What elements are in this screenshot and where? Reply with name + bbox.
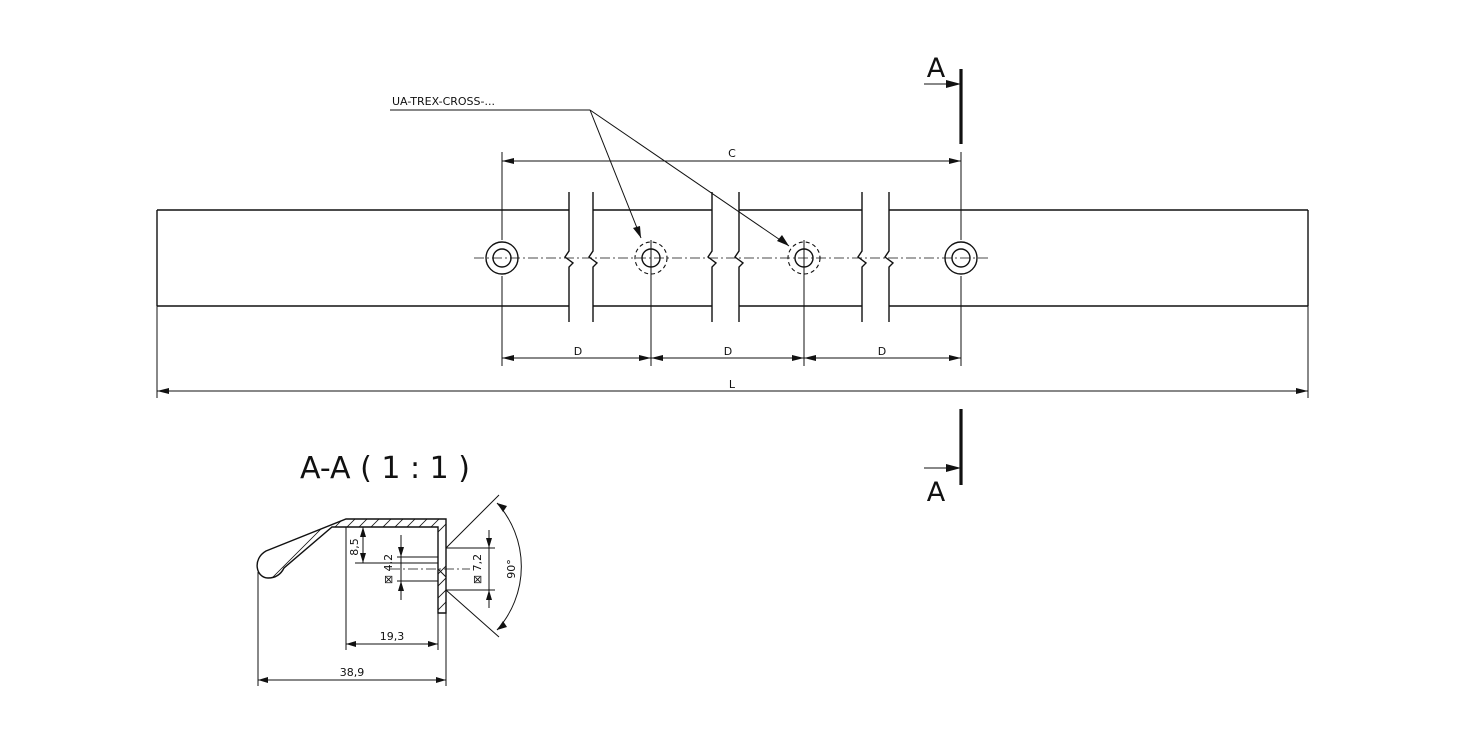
dim-height-label: 8,5 bbox=[348, 538, 361, 556]
dim-angle-label: 90° bbox=[505, 559, 518, 579]
dimension-d2-label: D bbox=[724, 345, 732, 358]
hole-1 bbox=[485, 241, 519, 275]
dim-hole-label: ⊠ 4,2 bbox=[382, 554, 395, 584]
hole-4 bbox=[944, 241, 978, 275]
section-view-title: A-A ( 1 : 1 ) bbox=[300, 451, 470, 486]
part-leader: UA-TREX-CROSS-... bbox=[390, 95, 790, 247]
profile-front-view bbox=[156, 192, 1309, 322]
dimension-c-label: C bbox=[728, 147, 736, 160]
dimension-d1-label: D bbox=[574, 345, 582, 358]
section-view: A-A ( 1 : 1 ) bbox=[256, 451, 522, 686]
dimension-c: C bbox=[501, 147, 962, 240]
section-profile bbox=[256, 518, 447, 614]
break-lines bbox=[564, 192, 895, 322]
dimension-l-label: L bbox=[729, 378, 736, 391]
hole-3-optional bbox=[787, 240, 821, 276]
dimension-d3-label: D bbox=[878, 345, 886, 358]
dim-inner-width-label: 19,3 bbox=[380, 630, 405, 643]
dimension-d-group: D D D bbox=[501, 276, 962, 366]
section-marker-top: A bbox=[924, 53, 963, 144]
section-letter-bottom: A bbox=[927, 477, 946, 508]
part-leader-label: UA-TREX-CROSS-... bbox=[392, 95, 495, 108]
dimension-l: L bbox=[156, 306, 1309, 398]
section-letter-top: A bbox=[927, 53, 946, 84]
dim-total-width-label: 38,9 bbox=[340, 666, 365, 679]
hole-2-optional bbox=[634, 240, 668, 276]
section-marker-bottom: A bbox=[924, 409, 963, 508]
dim-head-label: ⊠ 7,2 bbox=[471, 554, 484, 584]
